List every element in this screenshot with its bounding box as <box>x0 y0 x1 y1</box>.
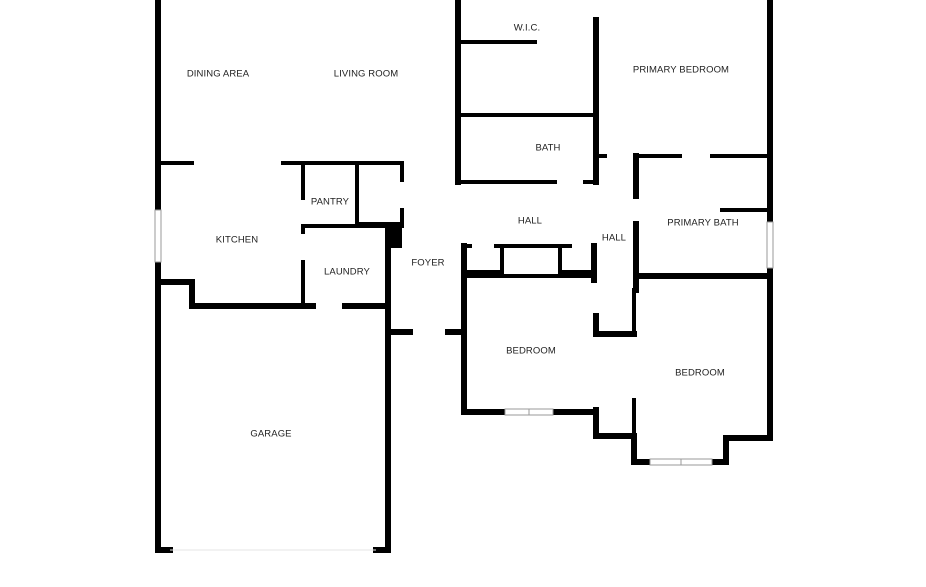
room-label-hall-main: HALL <box>518 216 542 227</box>
room-label-bath: BATH <box>535 143 560 154</box>
room-label-wic: W.I.C. <box>514 23 540 34</box>
room-label-pantry: PANTRY <box>311 197 350 208</box>
room-label-primary-bedroom: PRIMARY BEDROOM <box>633 65 729 76</box>
room-label-garage: GARAGE <box>250 429 291 440</box>
room-labels: DINING AREA LIVING ROOM W.I.C. PRIMARY B… <box>187 23 739 440</box>
room-label-laundry: LAUNDRY <box>324 267 370 278</box>
room-label-foyer: FOYER <box>411 258 444 269</box>
room-label-bedroom-left: BEDROOM <box>506 346 556 357</box>
walls <box>155 0 773 553</box>
room-label-primary-bath: PRIMARY BATH <box>667 218 738 229</box>
windows <box>154 209 774 551</box>
room-label-hall-side: HALL <box>602 233 626 244</box>
room-label-living-room: LIVING ROOM <box>334 69 398 80</box>
room-label-kitchen: KITCHEN <box>216 235 258 246</box>
room-label-dining-area: DINING AREA <box>187 69 250 80</box>
room-label-bedroom-right: BEDROOM <box>675 368 725 379</box>
